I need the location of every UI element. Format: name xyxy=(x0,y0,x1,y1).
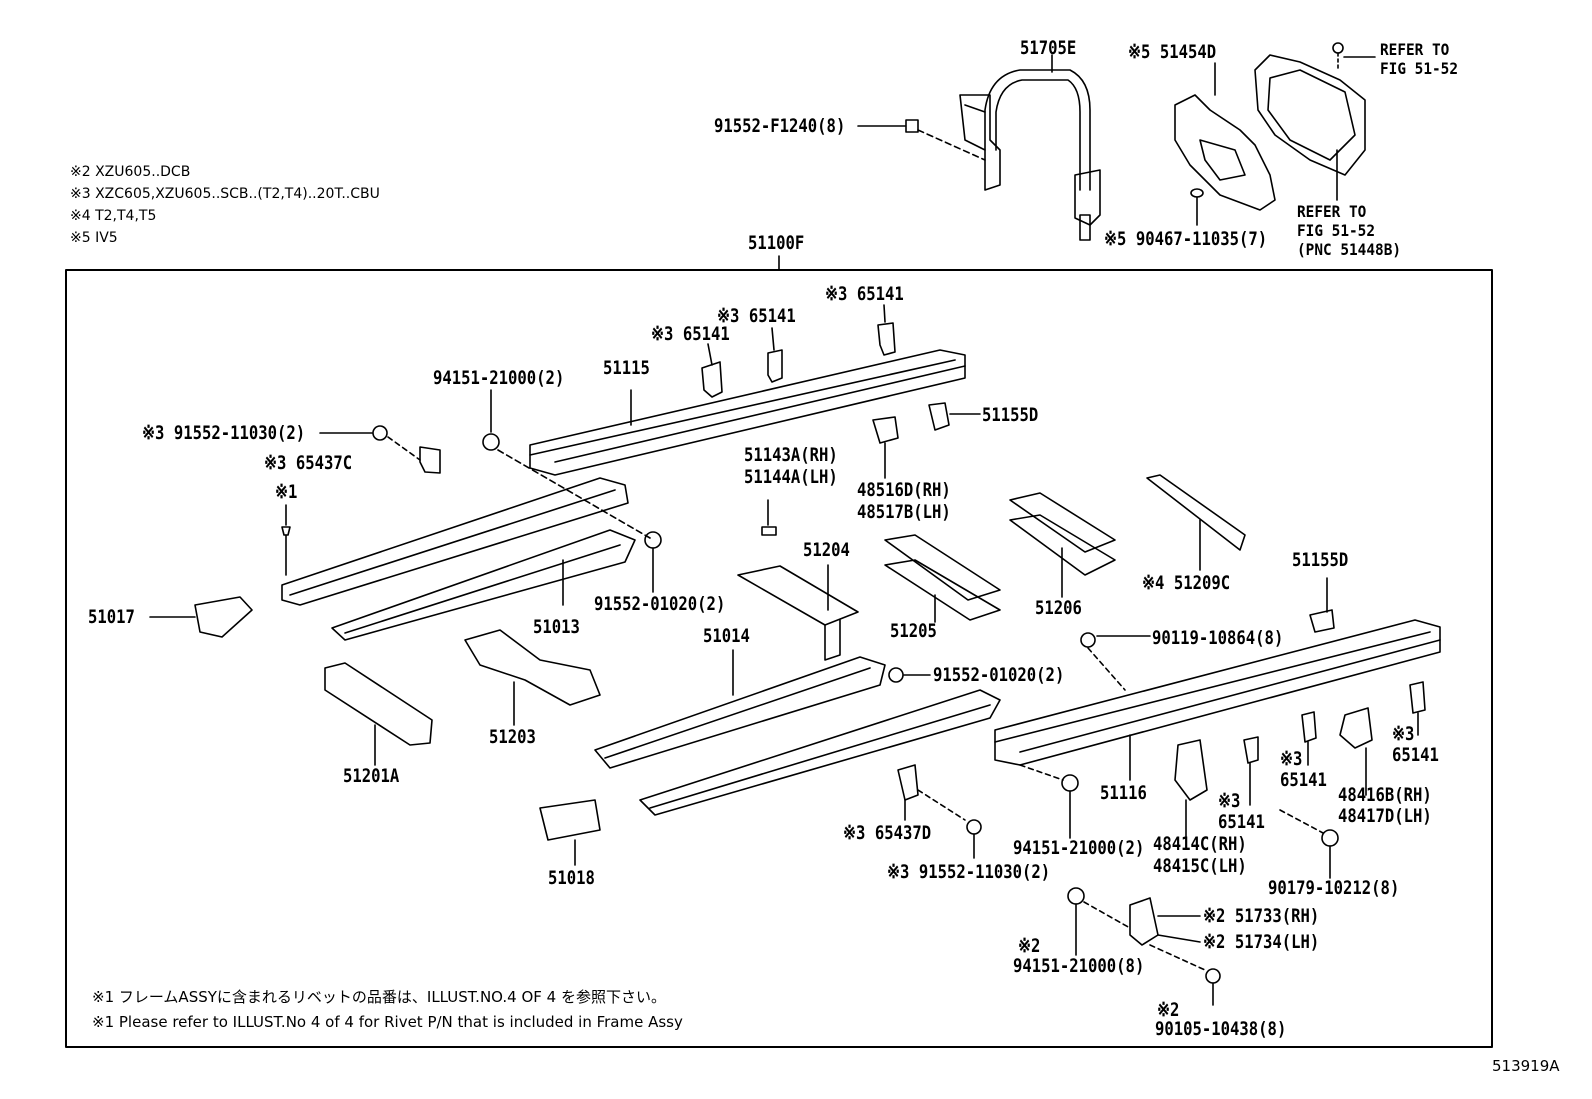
part-label-94151-b: 94151-21000(2) xyxy=(1013,837,1145,859)
part-label-51116: 51116 xyxy=(1100,782,1147,804)
part-label-90105: 90105-10438(8) xyxy=(1155,1018,1287,1040)
figure-id: 513919A xyxy=(1492,1057,1560,1075)
part-label-51201A: 51201A xyxy=(343,765,400,787)
shield-refer-fig-51-52 xyxy=(1254,54,1366,201)
shield-51454D xyxy=(1174,62,1276,211)
part-label-51014: 51014 xyxy=(703,625,750,647)
part-label-51209C: ※4 51209C xyxy=(1142,572,1231,594)
part-label-48414C: 48414C(RH) xyxy=(1153,833,1247,855)
note-star5: ※5 IV5 xyxy=(70,230,118,246)
part-label-94151-c-note: ※2 xyxy=(1018,935,1041,957)
rail-51115 xyxy=(529,349,966,476)
part-label-51734: ※2 51734(LH) xyxy=(1203,931,1320,953)
part-label-51013: 51013 xyxy=(533,616,580,638)
part-label-51205: 51205 xyxy=(890,620,937,642)
part-label-65437D: ※3 65437D xyxy=(843,822,932,844)
part-label-48517B: 48517B(LH) xyxy=(857,501,951,523)
part-label-48415C: 48415C(LH) xyxy=(1153,855,1247,877)
bracket-65141-top xyxy=(701,304,896,398)
part-label-48417D: 48417D(LH) xyxy=(1338,805,1432,827)
part-label-51733: ※2 51733(RH) xyxy=(1203,905,1320,927)
part-label-star1: ※1 xyxy=(275,481,298,503)
part-label-51144A: 51144A(LH) xyxy=(744,466,838,488)
rail-51116 xyxy=(994,619,1441,781)
part-label-91552-11030-b: ※3 91552-11030(2) xyxy=(887,861,1051,883)
part-label-90467: ※5 90467-11035(7) xyxy=(1104,228,1268,250)
part-label-51203: 51203 xyxy=(489,726,536,748)
part-label-51017: 51017 xyxy=(88,606,135,628)
part-label-51018: 51018 xyxy=(548,867,595,889)
side-member-51014 xyxy=(594,649,1001,816)
part-label-51143A: 51143A(RH) xyxy=(744,444,838,466)
part-label-65437C: ※3 65437C xyxy=(264,452,353,474)
part-label-90179: 90179-10212(8) xyxy=(1268,877,1400,899)
part-label-90119: 90119-10864(8) xyxy=(1152,627,1284,649)
side-member-51013 xyxy=(281,477,636,641)
note-star4: ※4 T2,T4,T5 xyxy=(70,208,157,224)
part-label-94151-a: 94151-21000(2) xyxy=(433,367,565,389)
part-label-94151-c: 94151-21000(8) xyxy=(1013,955,1145,977)
refer-to-label-2: REFER TO xyxy=(1297,202,1367,221)
footnote-english: ※1 Please refer to ILLUST.No 4 of 4 for … xyxy=(92,1013,683,1031)
footnote-japanese: ※1 フレームASSYに含まれるリベットの品番は、ILLUST.NO.4 OF … xyxy=(92,988,666,1006)
refer-to-label-1: REFER TO xyxy=(1380,40,1450,59)
part-label-65141-f: ※3 65141 xyxy=(1218,790,1265,833)
note-star2: ※2 XZU605..DCB xyxy=(70,164,191,180)
part-label-91552-01020-a: 91552-01020(2) xyxy=(594,593,726,615)
refer-fig-label-2: FIG 51-52 xyxy=(1297,221,1376,240)
part-label-48516D: 48516D(RH) xyxy=(857,479,951,501)
part-label-51115: 51115 xyxy=(603,357,650,379)
refer-fig-label-1: FIG 51-52 xyxy=(1380,59,1459,78)
part-label-51155D-a: 51155D xyxy=(982,404,1039,426)
part-label-65141-b: ※3 65141 xyxy=(717,305,796,327)
assembly-label: 51100F xyxy=(748,232,805,254)
part-label-90105-note: ※2 xyxy=(1157,999,1180,1021)
part-label-51705E: 51705E xyxy=(1020,37,1077,59)
roll-bar-51705E xyxy=(959,54,1101,241)
part-label-65141-d: ※3 65141 xyxy=(1392,723,1439,766)
part-label-91552-11030-a: ※3 91552-11030(2) xyxy=(142,422,306,444)
note-star3: ※3 XZC605,XZU605..SCB..(T2,T4)..20T..CBU xyxy=(70,186,380,202)
part-label-51206: 51206 xyxy=(1035,597,1082,619)
part-label-51204: 51204 xyxy=(803,539,850,561)
part-label-51454D: ※5 51454D xyxy=(1128,41,1217,63)
part-label-65141-a: ※3 65141 xyxy=(825,283,904,305)
part-label-65141-c: ※3 65141 xyxy=(651,323,730,345)
refer-pnc-label: (PNC 51448B) xyxy=(1297,240,1402,259)
part-label-91552-01020-b: 91552-01020(2) xyxy=(933,664,1065,686)
part-label-48416B: 48416B(RH) xyxy=(1338,784,1432,806)
bolt-91552-F1240 xyxy=(857,119,986,161)
part-label-51155D-b: 51155D xyxy=(1292,549,1349,571)
part-label-91552-F1240: 91552-F1240(8) xyxy=(714,115,846,137)
bolt-top-right xyxy=(1332,42,1376,71)
part-label-65141-e: ※3 65141 xyxy=(1280,748,1327,791)
